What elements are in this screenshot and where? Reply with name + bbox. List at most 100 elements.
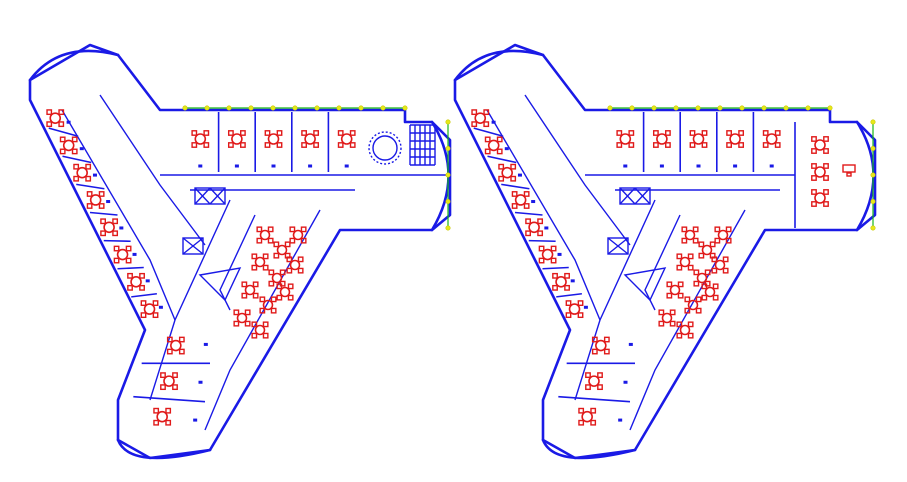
chair-icon (100, 230, 106, 237)
door-marker (119, 226, 124, 230)
dimension-marker (717, 105, 723, 111)
room-divider (76, 183, 105, 190)
table-icon (116, 248, 129, 261)
door-marker (557, 252, 562, 256)
chair-icon (471, 121, 478, 128)
chair-icon (846, 172, 852, 177)
dimension-marker (673, 105, 679, 111)
dimension-marker (761, 105, 767, 111)
chair-icon (251, 321, 258, 328)
table-icon (669, 284, 681, 296)
chair-icon (687, 321, 694, 328)
dimension-marker (182, 105, 188, 111)
round-table-set (251, 253, 269, 271)
chair-icon (125, 245, 132, 252)
table-icon (271, 272, 283, 284)
chair-icon (98, 203, 105, 209)
table-icon (714, 259, 726, 271)
round-table-set (59, 136, 78, 155)
corridor-wall-west-outer (524, 94, 631, 246)
chair-icon (152, 312, 159, 319)
chair-icon (714, 237, 721, 244)
chair-icon (510, 175, 517, 182)
round-table-set (471, 109, 490, 128)
chair-icon (300, 226, 307, 233)
chair-icon (701, 142, 708, 148)
dimension-marker (629, 105, 635, 111)
chair-icon (689, 142, 696, 148)
chair-icon (811, 175, 817, 181)
table-icon (692, 133, 705, 145)
meeting-room (794, 122, 856, 228)
chair-icon (738, 130, 745, 136)
door-marker (106, 200, 111, 204)
chair-icon (264, 130, 271, 136)
chair-icon (287, 294, 294, 301)
chair-icon (251, 332, 258, 339)
door-marker (628, 342, 633, 346)
door-marker (491, 120, 496, 124)
chair-icon (677, 292, 684, 299)
chair-icon (590, 419, 597, 426)
chair-icon (701, 130, 708, 136)
table-icon (163, 375, 175, 387)
chair-icon (153, 419, 160, 426)
conference-table-icon (372, 135, 398, 161)
table-icon (679, 324, 691, 336)
chair-icon (289, 237, 296, 244)
chair-icon (577, 312, 584, 319)
door-marker (344, 164, 349, 168)
table-icon (541, 248, 554, 261)
table-icon (103, 221, 115, 234)
chair-icon (628, 130, 635, 136)
lift-cross (634, 187, 651, 205)
chair-icon (203, 130, 210, 136)
stair-cross (607, 237, 629, 255)
room-divider (528, 239, 556, 243)
table-icon (236, 312, 248, 324)
chair-icon (160, 384, 166, 391)
round-table-set (86, 191, 105, 209)
table-icon (696, 272, 708, 284)
round-table-set (241, 281, 259, 299)
chair-icon (712, 294, 719, 301)
chair-icon (681, 237, 688, 244)
door-marker (531, 200, 536, 204)
door-marker (659, 164, 664, 168)
chair-icon (127, 284, 133, 291)
table-icon (687, 299, 699, 311)
chair-icon (676, 264, 683, 271)
chair-icon (241, 281, 248, 288)
chair-icon (676, 253, 683, 260)
dimension-marker (314, 105, 320, 111)
chair-icon (511, 191, 518, 197)
round-table-set (256, 226, 274, 244)
table-icon (581, 410, 593, 423)
round-table-set (301, 130, 320, 148)
chair-icon (704, 269, 711, 276)
chair-icon (251, 264, 258, 271)
round-table-set (689, 130, 708, 148)
chair-icon (240, 130, 246, 136)
chair-icon (711, 267, 718, 274)
room-divider (501, 183, 530, 190)
chair-icon (811, 163, 817, 169)
table-icon (656, 133, 668, 145)
door-marker (234, 164, 239, 168)
round-table-set (684, 296, 702, 314)
conference-chairs-icon (368, 131, 402, 165)
chair-icon (289, 226, 296, 233)
door-marker (271, 164, 276, 168)
dimension-marker (292, 105, 298, 111)
chair-icon (313, 142, 320, 148)
chair-icon (722, 256, 729, 263)
room-divider (62, 155, 92, 164)
chair-icon (726, 142, 732, 148)
room-divider (103, 239, 131, 243)
chair-icon (313, 130, 320, 136)
chair-icon (701, 283, 708, 290)
chair-icon (191, 142, 198, 148)
chair-icon (160, 372, 166, 379)
wing-end-cap-northwest (28, 49, 120, 82)
chair-icon (276, 283, 283, 290)
